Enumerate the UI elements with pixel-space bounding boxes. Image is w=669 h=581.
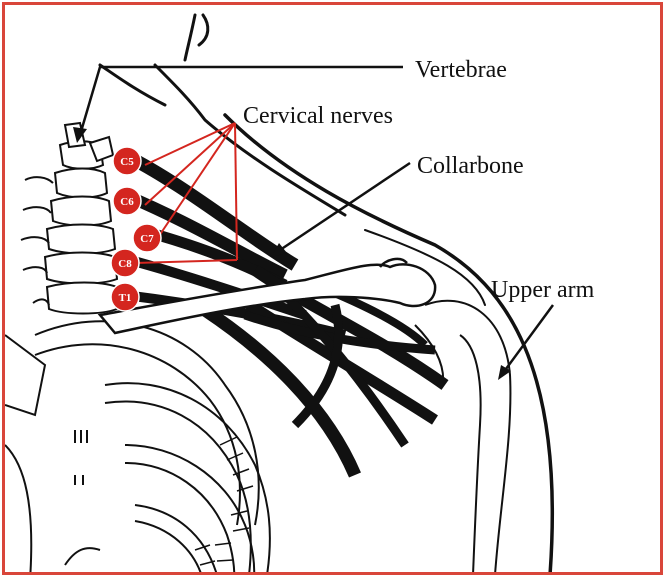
nerve-root-badge-c7: C7 <box>133 224 161 252</box>
rib-cage <box>35 321 270 575</box>
nerve-root-label: C6 <box>120 196 134 208</box>
nerve-root-badge-c5: C5 <box>113 147 141 175</box>
nerve-root-label: T1 <box>119 292 132 304</box>
upper-arm-leader-line <box>503 305 553 373</box>
vertebra-marks <box>75 430 87 485</box>
nerve-root-badge-t1: T1 <box>111 283 139 311</box>
label-upper-arm: Upper arm <box>491 277 595 303</box>
brachial-plexus-diagram: C5 C6 C7 C8 T1 Vertebrae Cervical nerves… <box>5 5 663 575</box>
nerve-root-label: C7 <box>140 233 154 245</box>
label-cervical-nerves: Cervical nerves <box>243 103 393 129</box>
nerve-root-label: C8 <box>118 258 132 270</box>
upper-arm <box>415 301 510 575</box>
label-collarbone: Collarbone <box>417 153 524 179</box>
nerve-root-label: C5 <box>120 156 134 168</box>
vertebral-column <box>45 123 117 314</box>
nerve-root-badge-c8: C8 <box>111 249 139 277</box>
diagram-frame: C5 C6 C7 C8 T1 Vertebrae Cervical nerves… <box>2 2 663 575</box>
label-vertebrae: Vertebrae <box>415 57 507 83</box>
nerve-root-badge-c6: C6 <box>113 187 141 215</box>
